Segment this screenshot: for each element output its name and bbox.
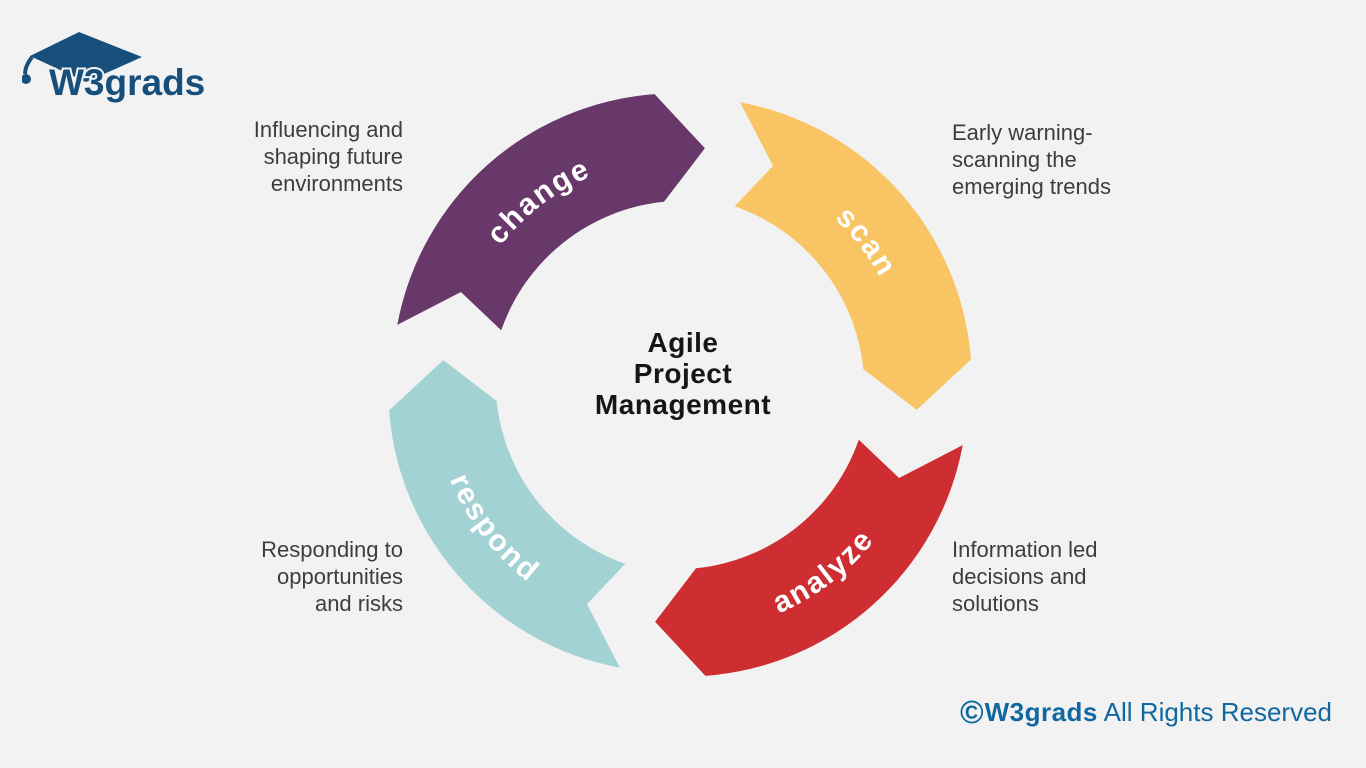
description-change: Influencing and shaping future environme… bbox=[253, 117, 403, 196]
graduation-cap-icon bbox=[30, 32, 142, 82]
segment-respond bbox=[389, 360, 626, 668]
diagram-title: Agile Project Management bbox=[594, 327, 772, 420]
tassel-icon bbox=[23, 55, 34, 75]
w3grads-logo: W3grads bbox=[22, 32, 207, 105]
segment-analyze bbox=[655, 439, 963, 676]
description-analyze: Information led decisions and solutions bbox=[952, 537, 1098, 616]
copyright-footer: ©W3grads All Rights Reserved bbox=[960, 694, 1332, 731]
description-respond: Responding to opportunities and risks bbox=[261, 537, 403, 616]
footer-text: All Rights Reserved bbox=[1097, 697, 1332, 727]
footer-brand: W3grads bbox=[984, 697, 1098, 727]
copyright-icon: © bbox=[960, 694, 984, 730]
tassel-knob bbox=[22, 74, 31, 84]
segment-scan bbox=[734, 102, 971, 410]
description-scan: Early warning- scanning the emerging tre… bbox=[952, 120, 1111, 199]
segment-change bbox=[397, 94, 705, 331]
logo-text: W3grads bbox=[49, 62, 205, 103]
